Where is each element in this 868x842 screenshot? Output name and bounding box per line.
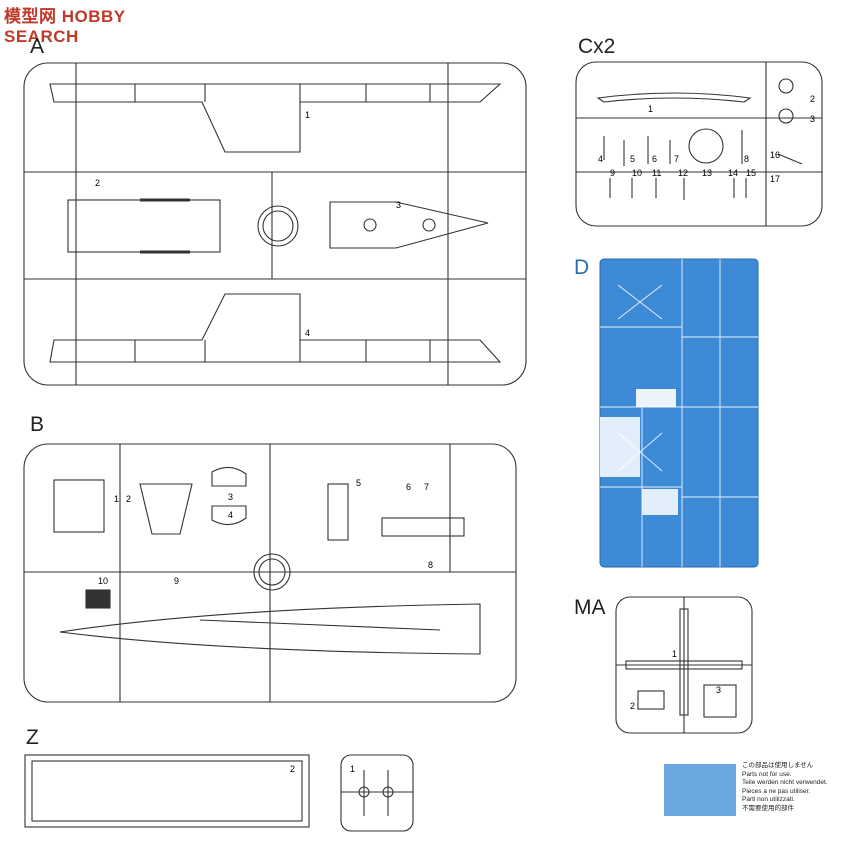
- part-ma1-number: 1: [672, 649, 677, 659]
- unused-parts-swatch: [664, 764, 736, 816]
- part-b8-hull: [381, 517, 465, 537]
- part-c7-number: 7: [674, 154, 679, 164]
- sprue-c-label: Cx2: [578, 35, 616, 58]
- watermark-text: 模型网 HOBBY SEARCH: [4, 7, 126, 46]
- part-c2-number: 2: [810, 94, 815, 104]
- part-a3-number: 3: [396, 200, 401, 210]
- part-z2-number: 2: [290, 764, 295, 774]
- part-c8-number: 8: [744, 154, 749, 164]
- sprue-c-diagram: 1 2 3 4 5 6 7 8 9 10 11 12 13 14 15 16 1…: [575, 61, 823, 227]
- sprue-d-label: D: [574, 256, 590, 279]
- sprue-c-frame: [575, 61, 823, 227]
- part-b5-number: 5: [356, 478, 361, 488]
- sprue-a-diagram: 1 2 3 4: [23, 62, 527, 386]
- legend-line-ja: この部品は使用しません: [742, 762, 814, 769]
- part-c17-number: 17: [770, 174, 780, 184]
- part-a1-number: 1: [305, 110, 310, 120]
- sprue-ma-diagram: 1 2 3: [615, 596, 753, 734]
- sprue-z-diagram: 2: [24, 754, 310, 828]
- part-small1-number: 1: [350, 764, 355, 774]
- part-a2-deck: [67, 199, 221, 253]
- part-b-superstructure: [139, 483, 193, 535]
- part-b4-number: 4: [228, 510, 233, 520]
- part-c10-number: 10: [632, 168, 642, 178]
- sprue-a-frame: [23, 62, 527, 386]
- part-b2-number: 2: [126, 494, 131, 504]
- sprue-b-label: B: [30, 413, 45, 436]
- sprue-small-frame: [340, 754, 414, 832]
- part-c14-number: 14: [728, 168, 738, 178]
- part-b-bridge: [53, 479, 105, 533]
- part-c15-number: 15: [746, 168, 756, 178]
- part-b10-number: 10: [98, 576, 108, 586]
- legend-line-en: Parts not for use.: [742, 770, 792, 778]
- part-b6-number: 6: [406, 482, 411, 492]
- part-b1-number: 1: [114, 494, 119, 504]
- legend-line-zh: 不需要使用的部件: [742, 804, 794, 812]
- part-b7-number: 7: [424, 482, 429, 492]
- part-b9-hull-bottom: [59, 603, 481, 655]
- sprue-d-sheet: [599, 258, 759, 568]
- legend-line-it: Parti non utilizzati.: [742, 796, 795, 804]
- part-c5-number: 5: [630, 154, 635, 164]
- part-ma1-rotor: [625, 660, 743, 670]
- part-c6-number: 6: [652, 154, 657, 164]
- watermark-logo: 模型网 HOBBY SEARCH: [4, 2, 164, 46]
- sprue-a-hub: [257, 205, 299, 247]
- sprue-d-diagram: [599, 258, 759, 568]
- sprue-z-frame: [24, 754, 310, 828]
- part-b8-number: 8: [428, 560, 433, 570]
- part-a3-bow-deck: [329, 201, 489, 249]
- part-a2-number: 2: [95, 178, 100, 188]
- part-c11-number: 11: [652, 168, 661, 178]
- part-c12-number: 12: [678, 168, 688, 178]
- sprue-small-diagram: 1: [340, 754, 414, 832]
- sprue-z-label: Z: [26, 726, 39, 749]
- part-c3-number: 3: [810, 114, 815, 124]
- part-a4-hull-side: [49, 293, 502, 363]
- part-c1-mast: [596, 92, 752, 103]
- part-b3-number: 3: [228, 492, 233, 502]
- part-a4-number: 4: [305, 328, 310, 338]
- part-c1-number: 1: [648, 104, 653, 114]
- sprue-ma-label: MA: [574, 596, 606, 619]
- part-c4-number: 4: [598, 154, 603, 164]
- part-c9-number: 9: [610, 168, 615, 178]
- unused-parts-legend: この部品は使用しません Parts not for use. Teile wer…: [742, 762, 828, 814]
- legend-line-fr: Pieces a ne pas utiliser.: [742, 787, 811, 795]
- part-ma3-number: 3: [716, 685, 721, 695]
- legend-line-de: Teile werden nicht verwendet.: [742, 779, 828, 787]
- sprue-b-hub: [253, 553, 291, 591]
- sprue-a-label: A: [30, 35, 45, 58]
- part-b9-number: 9: [174, 576, 179, 586]
- part-ma2-number: 2: [630, 701, 635, 711]
- part-c13-number: 13: [702, 168, 712, 178]
- sprue-b-diagram: 1 2 3 4 5 6 7 8 9 10: [23, 443, 517, 703]
- sprue-c-hub: [688, 128, 724, 164]
- part-a1-hull-side: [49, 83, 502, 153]
- part-c16-number: 16: [770, 150, 780, 160]
